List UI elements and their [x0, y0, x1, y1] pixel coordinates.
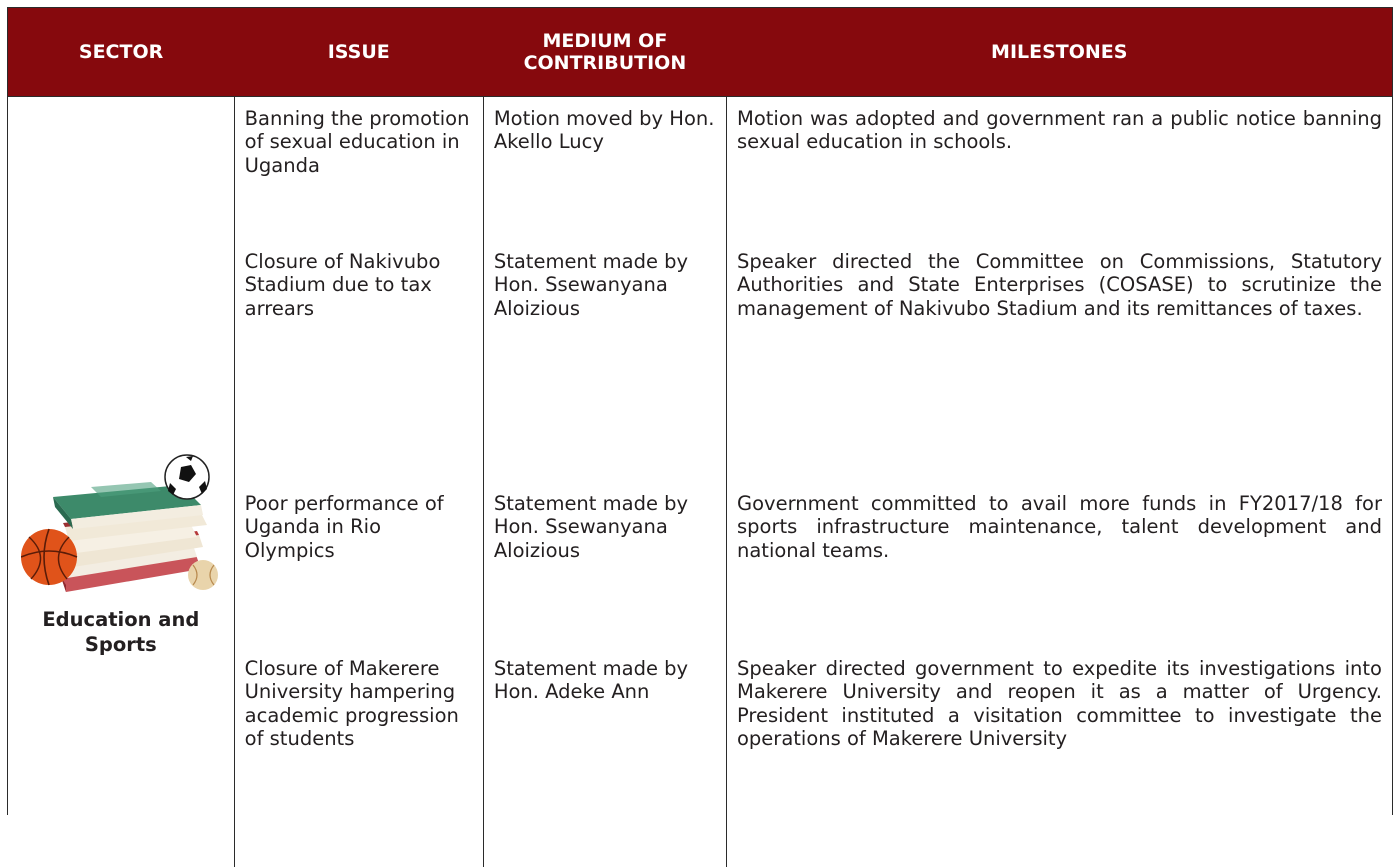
sector-contributions-table-frame: SECTOR ISSUE MEDIUM OF CONTRIBUTION MILE… — [7, 7, 1393, 815]
issue-cell: Banning the promotion of sexual educatio… — [234, 97, 483, 241]
sector-label-text: Education and Sports — [36, 607, 206, 658]
issue-cell: Closure of Makerere University hampering… — [234, 647, 483, 867]
milestone-cell: Speaker directed the Committee on Commis… — [727, 240, 1393, 482]
issue-cell: Poor performance of Uganda in Rio Olympi… — [234, 482, 483, 647]
milestone-cell: Speaker directed government to expedite … — [727, 647, 1393, 867]
header-milestones: MILESTONES — [727, 8, 1393, 97]
sector-cell: Education and Sports — [8, 97, 234, 867]
issue-cell: Closure of Nakivubo Stadium due to tax a… — [234, 240, 483, 482]
sector-contributions-table: SECTOR ISSUE MEDIUM OF CONTRIBUTION MILE… — [8, 8, 1392, 867]
header-medium-of-contribution: MEDIUM OF CONTRIBUTION — [483, 8, 726, 97]
medium-cell: Statement made by Hon. Adeke Ann — [483, 647, 726, 867]
books-and-balls-icon — [21, 427, 221, 597]
header-medium-label: MEDIUM OF CONTRIBUTION — [515, 30, 695, 75]
milestone-cell: Government committed to avail more funds… — [727, 482, 1393, 647]
sector-label: Education and Sports — [36, 607, 206, 658]
milestone-cell: Motion was adopted and government ran a … — [727, 97, 1393, 241]
medium-cell: Statement made by Hon. Ssewanyana Aloizi… — [483, 240, 726, 482]
medium-cell: Motion moved by Hon. Akello Lucy — [483, 97, 726, 241]
header-sector: SECTOR — [8, 8, 234, 97]
table-header-row: SECTOR ISSUE MEDIUM OF CONTRIBUTION MILE… — [8, 8, 1392, 97]
medium-cell: Statement made by Hon. Ssewanyana Aloizi… — [483, 482, 726, 647]
table-row: Education and Sports Banning the promoti… — [8, 97, 1392, 241]
header-issue: ISSUE — [234, 8, 483, 97]
